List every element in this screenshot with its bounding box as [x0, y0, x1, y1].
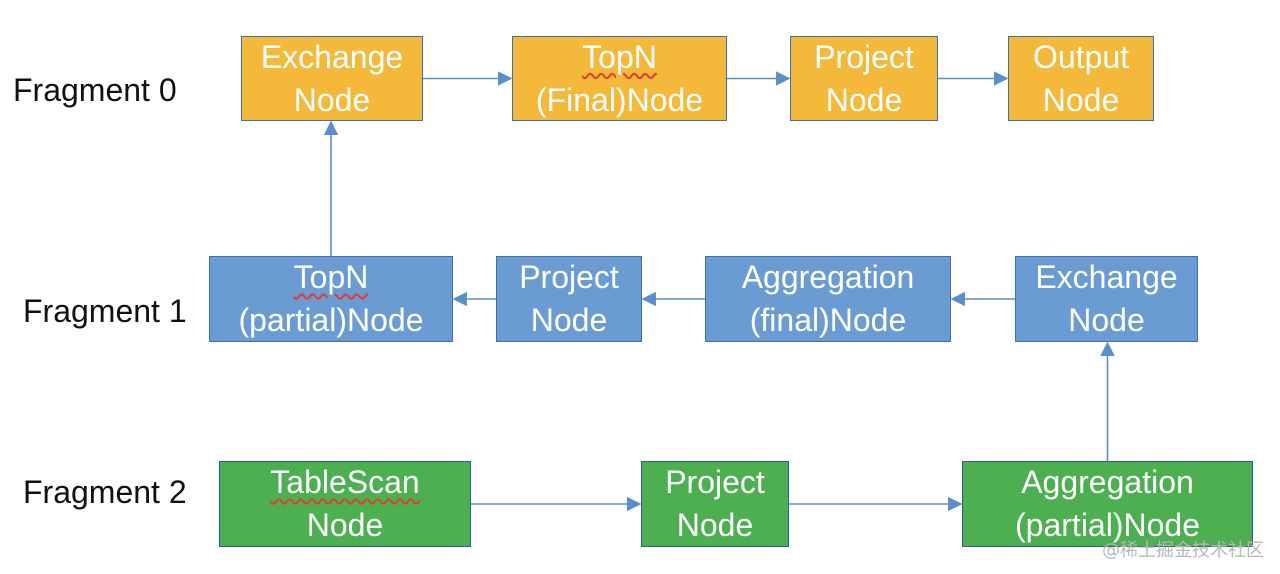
- node-line2: (final)Node: [749, 302, 907, 338]
- node-line1: Exchange: [260, 38, 404, 75]
- node-line2: Node: [1068, 302, 1145, 338]
- output-node: Output Node: [1008, 36, 1154, 121]
- node-line2: Node: [825, 81, 903, 118]
- node-line2: (Final)Node: [535, 81, 704, 118]
- exchange-node-fragment-1: Exchange Node: [1015, 256, 1198, 342]
- node-line2: Node: [676, 507, 754, 543]
- node-line1: TableScan: [270, 464, 420, 500]
- node-line1: Project: [814, 38, 914, 75]
- tablescan-node: TableScan Node: [219, 461, 471, 547]
- node-line2: Node: [530, 302, 608, 338]
- node-line2: (partial)Node: [238, 302, 424, 338]
- node-line2: Node: [306, 507, 384, 543]
- node-line1: Exchange: [1035, 259, 1178, 295]
- fragment-0-label: Fragment 0: [13, 72, 177, 108]
- node-line2: Node: [293, 81, 371, 118]
- fragment-1-label: Fragment 1: [23, 293, 187, 329]
- project-node-fragment-2: Project Node: [641, 461, 789, 547]
- node-line1: Aggregation: [1021, 464, 1194, 500]
- node-line2: (partial)Node: [1015, 507, 1200, 543]
- node-line1: Project: [519, 259, 619, 295]
- aggregation-final-node: Aggregation (final)Node: [705, 256, 951, 342]
- watermark: @稀土掘金技术社区: [1102, 540, 1264, 561]
- aggregation-partial-node: Aggregation (partial)Node: [962, 461, 1253, 547]
- node-line1: Aggregation: [741, 259, 915, 295]
- node-line1: Project: [665, 464, 765, 500]
- node-line1: TopN: [293, 259, 369, 295]
- node-line1: Output: [1032, 38, 1130, 75]
- project-node-fragment-0: Project Node: [790, 36, 938, 121]
- node-line2: Node: [1042, 81, 1120, 118]
- edge-group: [323, 71, 1115, 512]
- topn-final-node: TopN (Final)Node: [512, 36, 727, 121]
- fragment-2-label: Fragment 2: [23, 474, 187, 510]
- exchange-node-fragment-0: Exchange Node: [241, 36, 423, 121]
- node-line1: TopN: [582, 38, 657, 75]
- topn-partial-node: TopN (partial)Node: [209, 256, 453, 342]
- project-node-fragment-1: Project Node: [496, 256, 642, 342]
